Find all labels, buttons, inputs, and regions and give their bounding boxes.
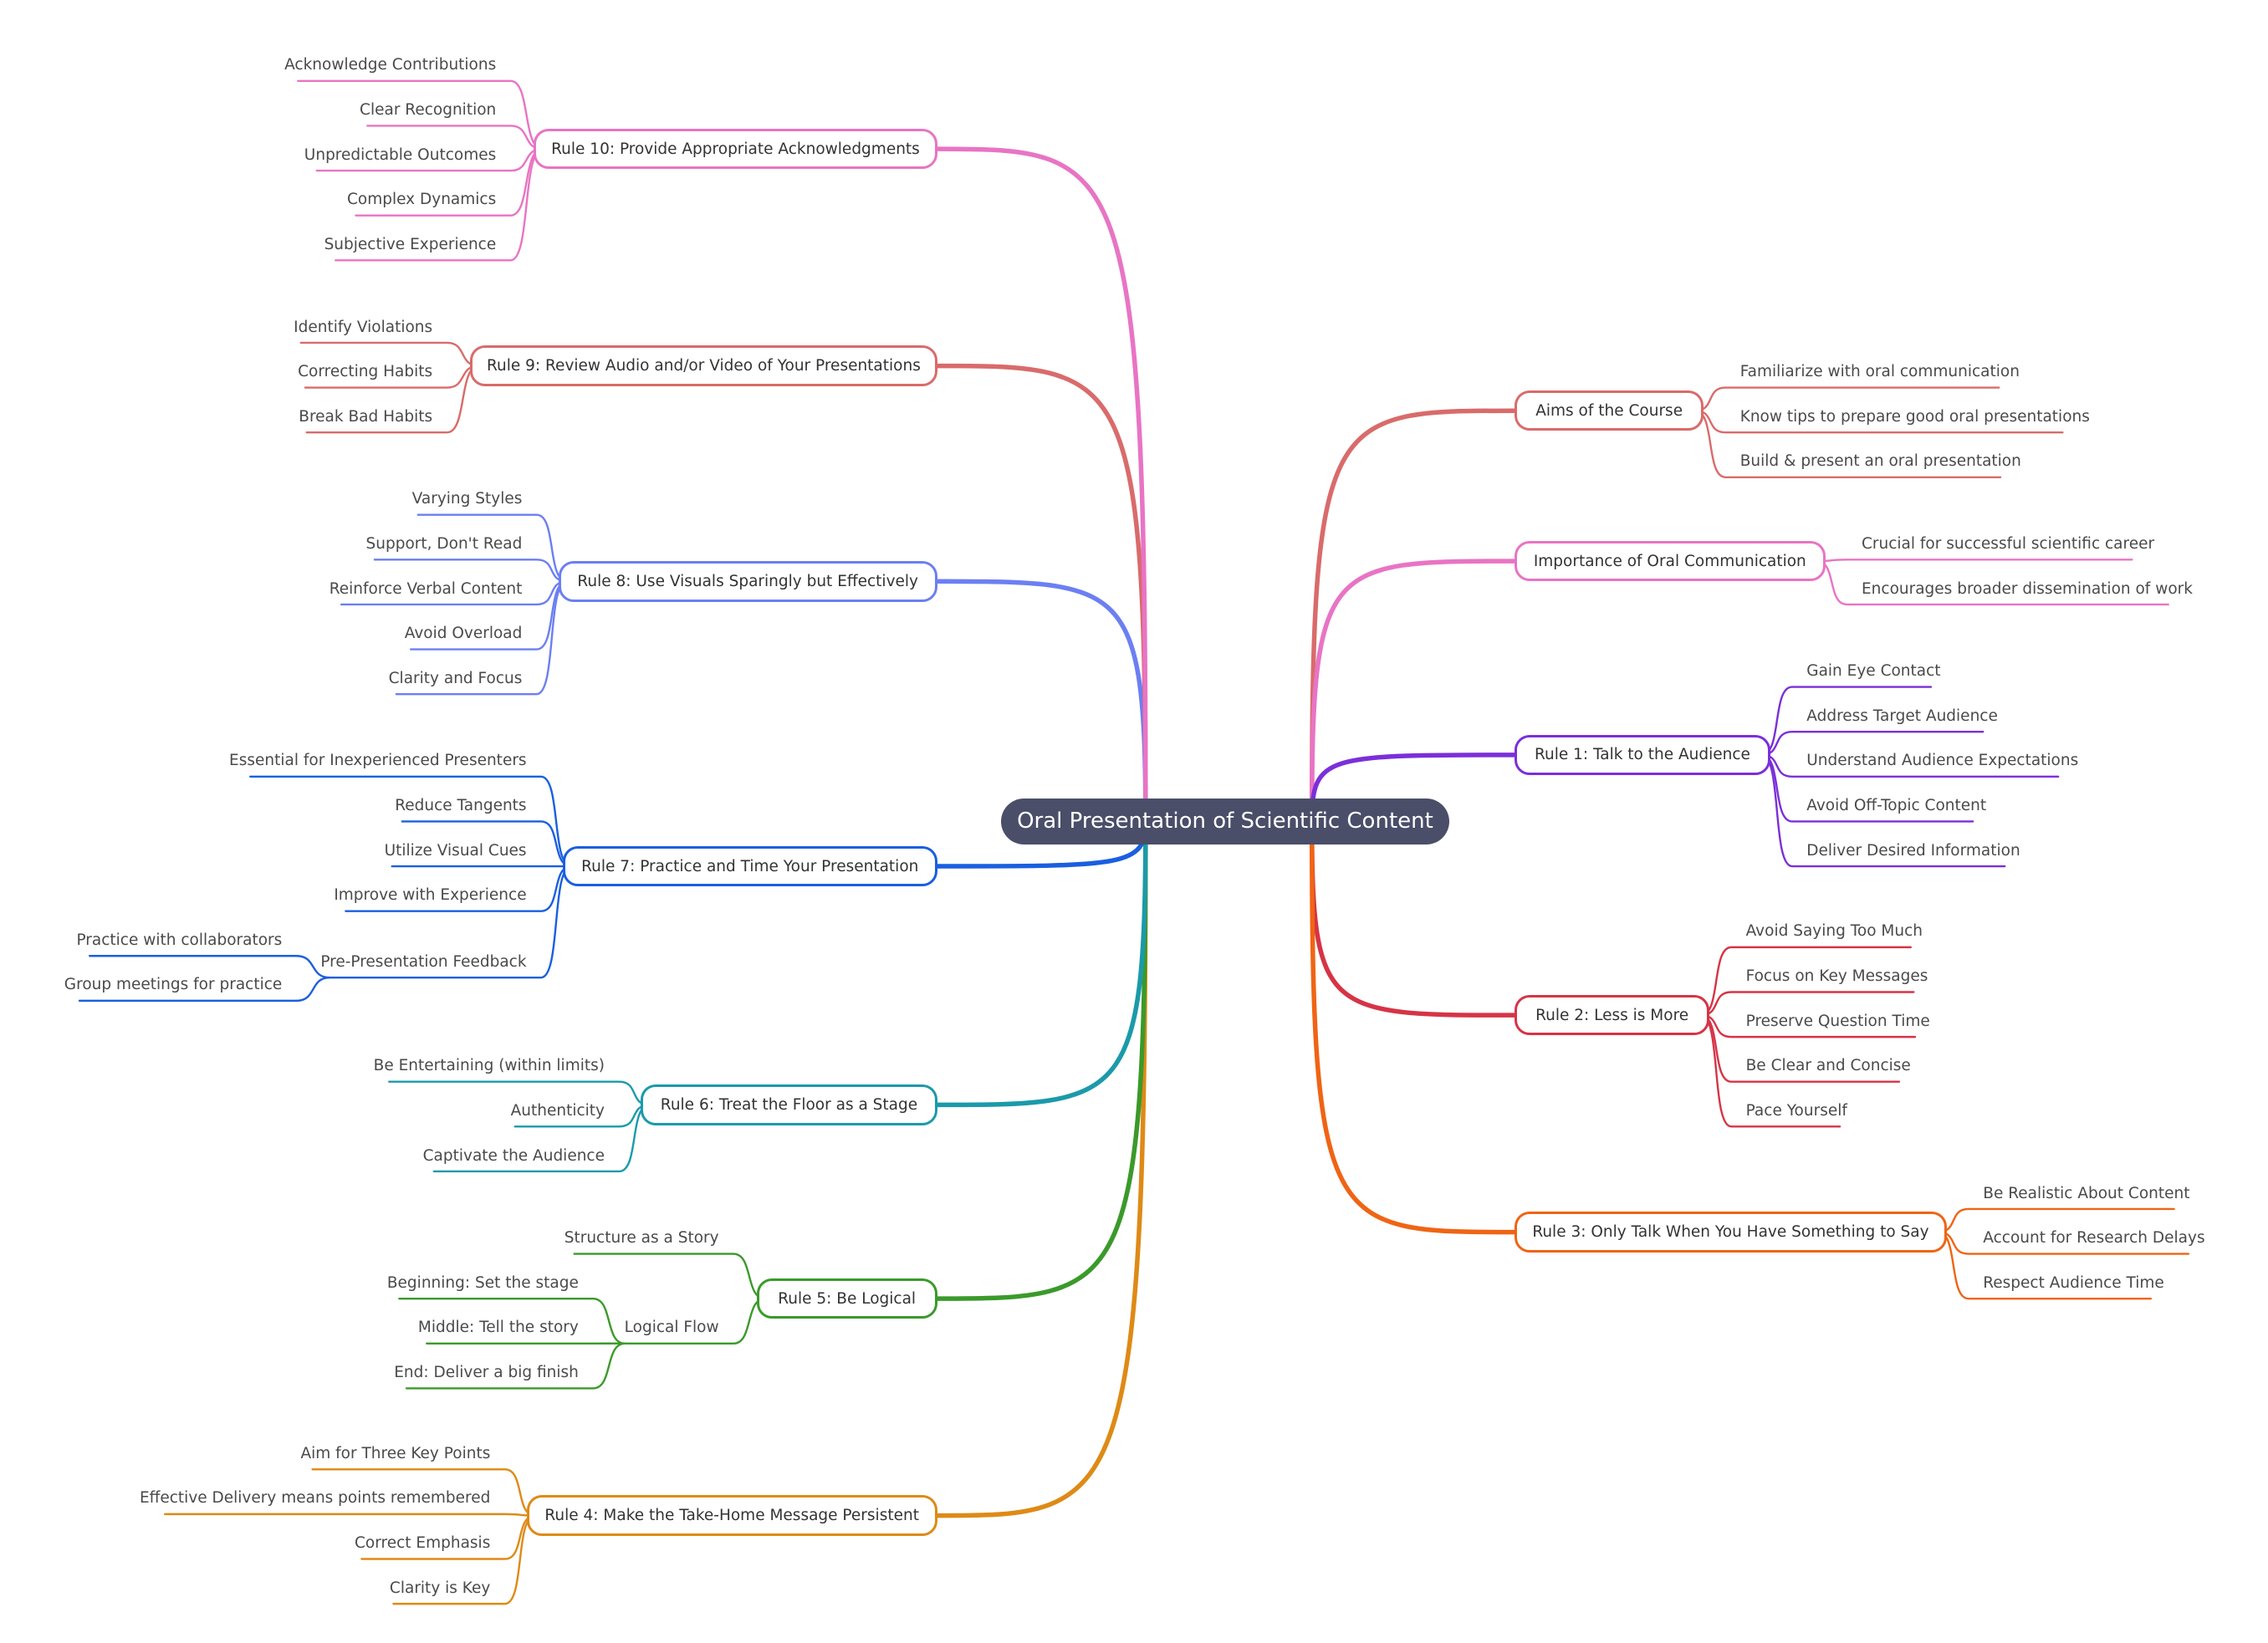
leaf-connector — [573, 1253, 767, 1300]
branch-topic[interactable]: Rule 3: Only Talk When You Have Somethin… — [1514, 1212, 1948, 1253]
leaf-topic[interactable]: Identify Violations — [294, 318, 433, 336]
leaf-topic[interactable]: Complex Dynamics — [346, 191, 497, 209]
branch-topic[interactable]: Rule 4: Make the Take-Home Message Persi… — [526, 1495, 937, 1536]
leaf-topic[interactable]: Correct Emphasis — [355, 1534, 491, 1553]
branch-connector — [935, 819, 1148, 1301]
leaf-topic[interactable]: Know tips to prepare good oral presentat… — [1739, 407, 2090, 426]
leaf-topic[interactable]: Avoid Off-Topic Content — [1806, 797, 1987, 814]
leaf-topic[interactable]: Be Entertaining (within limits) — [373, 1057, 605, 1075]
branch-connector — [1309, 559, 1517, 824]
branch-topic[interactable]: Rule 7: Practice and Time Your Presentat… — [562, 845, 937, 887]
leaf-topic[interactable]: Clarity is Key — [389, 1579, 491, 1597]
leaf-connector — [78, 977, 331, 1003]
branch-topic[interactable]: Aims of the Course — [1514, 390, 1704, 431]
leaf-topic[interactable]: Reinforce Verbal Content — [329, 579, 523, 598]
leaf-topic[interactable]: Avoid Overload — [404, 625, 523, 643]
leaf-topic[interactable]: Middle: Tell the story — [417, 1319, 579, 1337]
leaf-topic[interactable]: Pace Yourself — [1745, 1101, 1847, 1120]
branch-connector — [1309, 408, 1517, 824]
leaf-topic[interactable]: Account for Research Delays — [1983, 1229, 2205, 1248]
leaf-topic[interactable]: Acknowledge Contributions — [284, 56, 497, 74]
leaf-topic[interactable]: Improve with Experience — [334, 886, 527, 905]
branch-topic[interactable]: Rule 1: Talk to the Audience — [1514, 734, 1770, 776]
branch-connector — [1309, 819, 1517, 1235]
leaf-topic[interactable]: Encourages broader dissemination of work — [1861, 579, 2193, 598]
leaf-topic[interactable]: Respect Audience Time — [1983, 1273, 2164, 1292]
branch-connector — [935, 819, 1148, 1518]
leaf-connector — [163, 1513, 537, 1517]
leaf-topic[interactable]: Beginning: Set the stage — [386, 1273, 579, 1292]
leaf-connector — [398, 1297, 626, 1345]
leaf-topic[interactable]: Gain Eye Contact — [1806, 662, 1941, 681]
leaf-topic[interactable]: Correcting Habits — [298, 363, 433, 381]
leaf-topic[interactable]: Focus on Key Messages — [1745, 967, 1928, 986]
leaf-topic[interactable]: Reduce Tangents — [395, 797, 527, 814]
branch-connector — [935, 146, 1148, 824]
leaf-topic[interactable]: Build & present an oral presentation — [1739, 452, 2021, 471]
leaf-topic[interactable]: Structure as a Story — [564, 1229, 719, 1248]
leaf-topic[interactable]: Effective Delivery means points remember… — [139, 1489, 491, 1508]
leaf-topic[interactable]: Practice with collaborators — [76, 931, 283, 949]
leaf-topic[interactable]: Be Clear and Concise — [1745, 1057, 1911, 1075]
leaf-topic[interactable]: Clear Recognition — [360, 101, 497, 120]
leaf-topic[interactable]: Varying Styles — [411, 490, 523, 508]
leaf-topic[interactable]: Authenticity — [510, 1101, 605, 1120]
leaf-connector — [405, 1342, 626, 1390]
leaf-connector — [89, 955, 331, 979]
branch-connector — [1309, 819, 1517, 1018]
sub-topic[interactable]: Logical Flow — [624, 1319, 719, 1337]
leaf-topic[interactable]: Be Realistic About Content — [1983, 1184, 2190, 1202]
leaf-topic[interactable]: Address Target Audience — [1806, 707, 1998, 725]
leaf-topic[interactable]: Unpredictable Outcomes — [304, 145, 497, 164]
branch-connector — [935, 363, 1148, 824]
branch-connector — [935, 819, 1148, 1108]
leaf-topic[interactable]: Aim for Three Key Points — [300, 1444, 491, 1462]
branch-topic[interactable]: Rule 5: Be Logical — [756, 1278, 937, 1319]
leaf-topic[interactable]: Essential for Inexperienced Presenters — [229, 752, 527, 770]
leaf-topic[interactable]: Avoid Saying Too Much — [1745, 922, 1923, 941]
branch-topic[interactable]: Importance of Oral Communication — [1514, 540, 1826, 582]
branch-connector — [935, 579, 1148, 824]
leaf-topic[interactable]: Understand Audience Expectations — [1806, 752, 2079, 770]
leaf-connector — [373, 559, 569, 583]
branch-topic[interactable]: Rule 8: Use Visuals Sparingly but Effect… — [558, 561, 937, 602]
leaf-topic[interactable]: Subjective Experience — [324, 235, 497, 253]
branch-topic[interactable]: Rule 10: Provide Appropriate Acknowledgm… — [534, 128, 937, 170]
branch-topic[interactable]: Rule 2: Less is More — [1514, 994, 1710, 1036]
leaf-topic[interactable]: Clarity and Focus — [388, 669, 523, 687]
leaf-topic[interactable]: Familiarize with oral communication — [1739, 363, 2020, 381]
leaf-topic[interactable]: Utilize Visual Cues — [384, 841, 527, 860]
central-topic[interactable]: Oral Presentation of Scientific Content — [1000, 798, 1450, 845]
leaf-topic[interactable]: Group meetings for practice — [64, 976, 283, 994]
sub-topic[interactable]: Pre-Presentation Feedback — [320, 952, 527, 971]
leaf-topic[interactable]: Support, Don't Read — [365, 534, 523, 553]
leaf-topic[interactable]: Deliver Desired Information — [1806, 841, 2020, 860]
branch-topic[interactable]: Rule 9: Review Audio and/or Video of You… — [470, 345, 937, 386]
leaf-topic[interactable]: Crucial for successful scientific career — [1861, 534, 2155, 553]
leaf-topic[interactable]: Captivate the Audience — [422, 1146, 605, 1165]
leaf-topic[interactable]: End: Deliver a big finish — [394, 1364, 579, 1381]
branch-topic[interactable]: Rule 6: Treat the Floor as a Stage — [641, 1084, 937, 1125]
leaf-topic[interactable]: Break Bad Habits — [299, 407, 433, 426]
leaf-connector — [1816, 559, 2133, 563]
leaf-topic[interactable]: Preserve Question Time — [1745, 1012, 1930, 1030]
